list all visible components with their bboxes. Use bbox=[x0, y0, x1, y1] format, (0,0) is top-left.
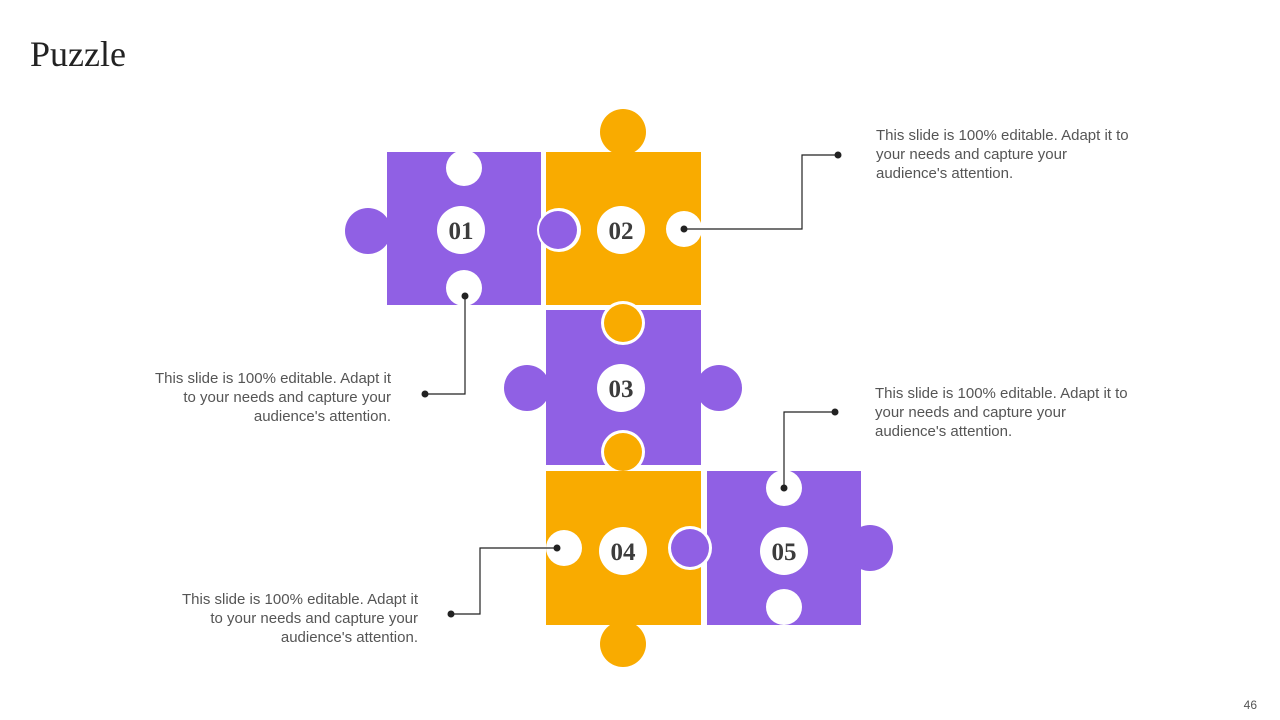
piece-03-left-tab bbox=[504, 365, 550, 411]
connector-05 bbox=[783, 411, 835, 488]
badge-01 bbox=[437, 206, 485, 254]
connector-05-end-dot bbox=[831, 408, 839, 416]
piece-04-left-notch bbox=[546, 530, 582, 566]
piece-01-bottom-notch bbox=[446, 270, 482, 306]
piece-02-top-tab bbox=[600, 109, 646, 155]
piece-01-right-tab bbox=[539, 211, 577, 249]
slide-title: Puzzle bbox=[30, 34, 126, 74]
piece-05-left-tab bbox=[671, 529, 709, 567]
connector-04-end-dot bbox=[447, 610, 455, 618]
connector-02-end-dot bbox=[834, 151, 842, 159]
callout-text-04: This slide is 100% editable. Adapt it to… bbox=[182, 591, 418, 646]
callout-text-05: This slide is 100% editable. Adapt it to… bbox=[875, 385, 1128, 440]
piece-number-02: 02 bbox=[609, 218, 634, 245]
piece-05-bottom-notch bbox=[766, 589, 802, 625]
piece-01-left-tab bbox=[345, 208, 391, 254]
connector-04-start-dot bbox=[553, 544, 561, 552]
badge-03 bbox=[597, 364, 645, 412]
connector-01 bbox=[425, 296, 466, 395]
badge-04 bbox=[599, 527, 647, 575]
piece-04-bottom-tab bbox=[600, 621, 646, 667]
piece-number-03: 03 bbox=[609, 376, 634, 403]
piece-04-top-tab bbox=[604, 433, 642, 471]
connector-04 bbox=[451, 547, 557, 615]
badge-05 bbox=[760, 527, 808, 575]
piece-02-bottom-tab bbox=[604, 304, 642, 342]
piece-01-top-notch bbox=[446, 150, 482, 186]
piece-number-05: 05 bbox=[772, 539, 797, 566]
page-number: 46 bbox=[1243, 698, 1257, 712]
connector-01-start-dot bbox=[461, 292, 469, 300]
piece-number-04: 04 bbox=[611, 539, 637, 566]
badge-02 bbox=[597, 206, 645, 254]
connector-02 bbox=[684, 154, 838, 230]
callout-text-01: This slide is 100% editable. Adapt it to… bbox=[155, 370, 391, 425]
connector-01-end-dot bbox=[421, 390, 429, 398]
piece-number-01: 01 bbox=[449, 218, 474, 245]
connector-02-start-dot bbox=[680, 225, 688, 233]
piece-05-right-tab bbox=[847, 525, 893, 571]
callout-text-02: This slide is 100% editable. Adapt it to… bbox=[876, 127, 1129, 182]
connector-05-start-dot bbox=[780, 484, 788, 492]
piece-03-right-tab bbox=[696, 365, 742, 411]
